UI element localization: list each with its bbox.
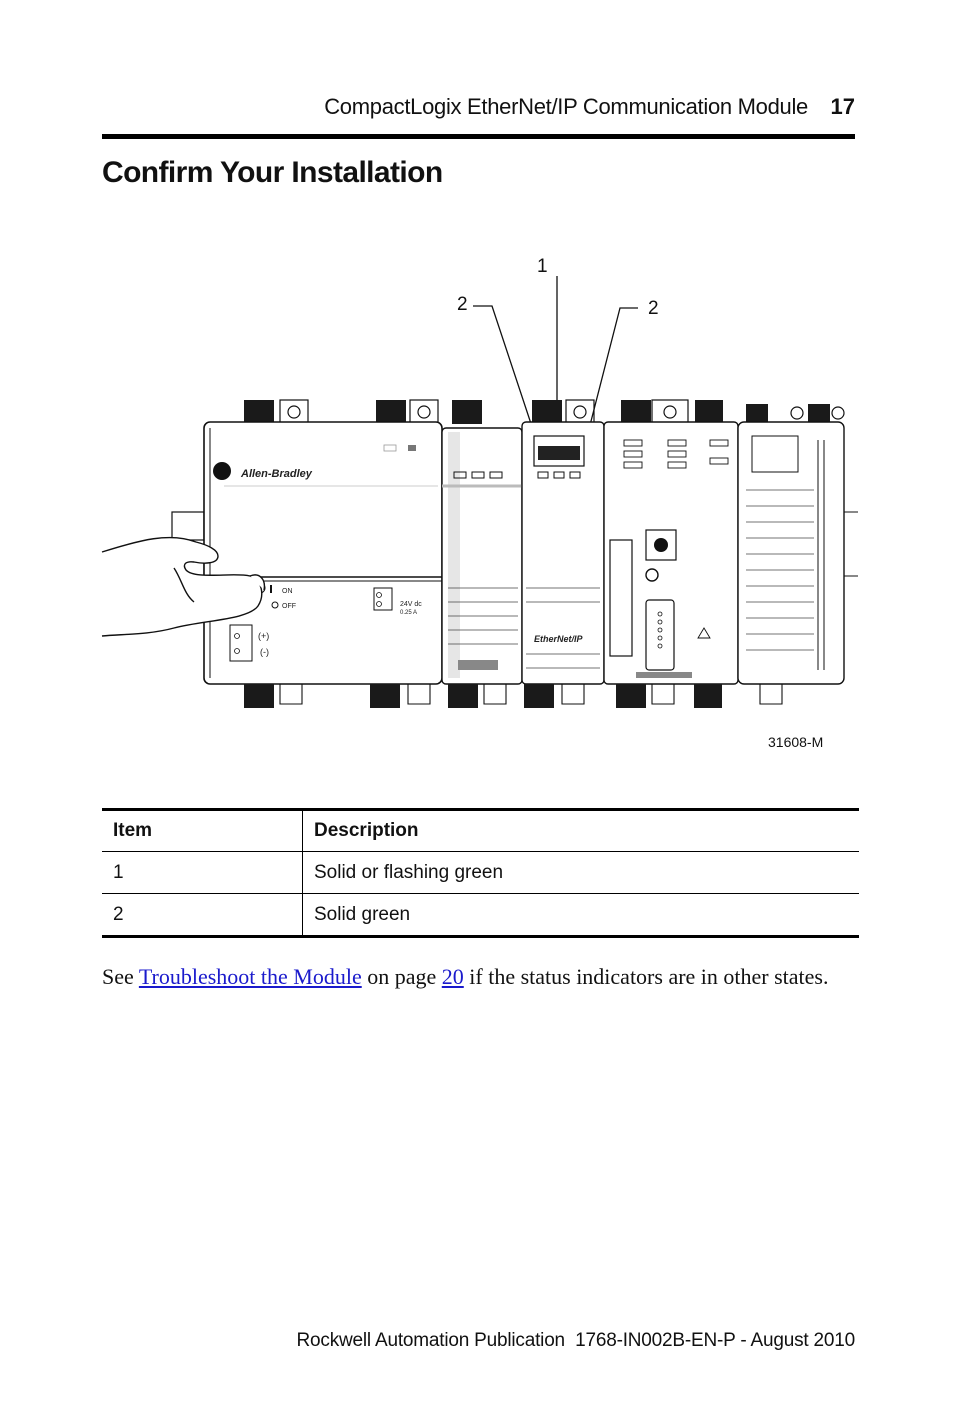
- table-row: 1 Solid or flashing green: [102, 851, 859, 894]
- controller-illustration: 1 2 2: [101, 256, 858, 750]
- callout-2-right: 2: [648, 298, 659, 319]
- callout-1: 1: [537, 256, 548, 277]
- hardware-figure: 1 2 2: [100, 250, 860, 760]
- figure-id: 31608-M: [768, 734, 823, 750]
- row-description: Solid or flashing green: [314, 861, 504, 883]
- bottom-tabs: [244, 684, 722, 708]
- current-label: 0.25 A: [400, 610, 417, 616]
- brand-label: Allen-Bradley: [240, 468, 313, 480]
- controller-module: [603, 421, 739, 685]
- page-link[interactable]: 20: [441, 964, 464, 989]
- plus-label: (+): [258, 631, 269, 641]
- footer-publisher: Rockwell Automation Publication: [296, 1330, 566, 1351]
- troubleshoot-link[interactable]: Troubleshoot the Module: [138, 964, 362, 989]
- footer: Rockwell Automation Publication 1768-IN0…: [296, 1330, 856, 1352]
- hand-illustration: [101, 536, 266, 637]
- voltage-label: 24V dc: [400, 601, 422, 608]
- ethernet-ip-module: EtherNet/IP: [521, 421, 605, 685]
- switch-on-label: ON: [282, 588, 293, 595]
- column-header-item: Item: [102, 809, 303, 852]
- top-hooks: [279, 399, 845, 425]
- para-end-text: if the status indicators are in other st…: [463, 964, 829, 989]
- table-header-row: Item Description: [102, 809, 859, 852]
- row-item: 2: [102, 893, 303, 937]
- switch-off-label: OFF: [282, 603, 296, 610]
- row-description: Solid green: [314, 903, 411, 925]
- column-header-description: Description: [314, 820, 419, 841]
- top-tabs: [244, 400, 830, 424]
- footer-publication: 1768-IN002B-EN-P - August 2010: [575, 1330, 855, 1351]
- table-row: 2 Solid green: [102, 893, 859, 937]
- body-paragraph: See Troubleshoot the Module on page 20 i…: [102, 962, 862, 992]
- para-middle-text: on page: [361, 964, 442, 989]
- page-number: 17: [830, 94, 855, 119]
- power-supply-module: Allen-Bradley ON OFF 24V dc 0.25 A (+) (…: [203, 421, 443, 685]
- row-item: 1: [102, 851, 303, 894]
- ethernet-logo: EtherNet/IP: [534, 634, 584, 644]
- expansion-module: [441, 427, 810, 685]
- status-table: Item Description 1 Solid or flashing gre…: [102, 808, 859, 938]
- callout-2-left: 2: [457, 294, 468, 315]
- section-title: Confirm Your Installation: [102, 156, 443, 189]
- minus-label: (-): [260, 647, 269, 657]
- io-module: [737, 421, 845, 685]
- para-see-text: See: [102, 964, 139, 989]
- header-rule: [102, 134, 855, 139]
- header-title: CompactLogix EtherNet/IP Communication M…: [324, 94, 808, 119]
